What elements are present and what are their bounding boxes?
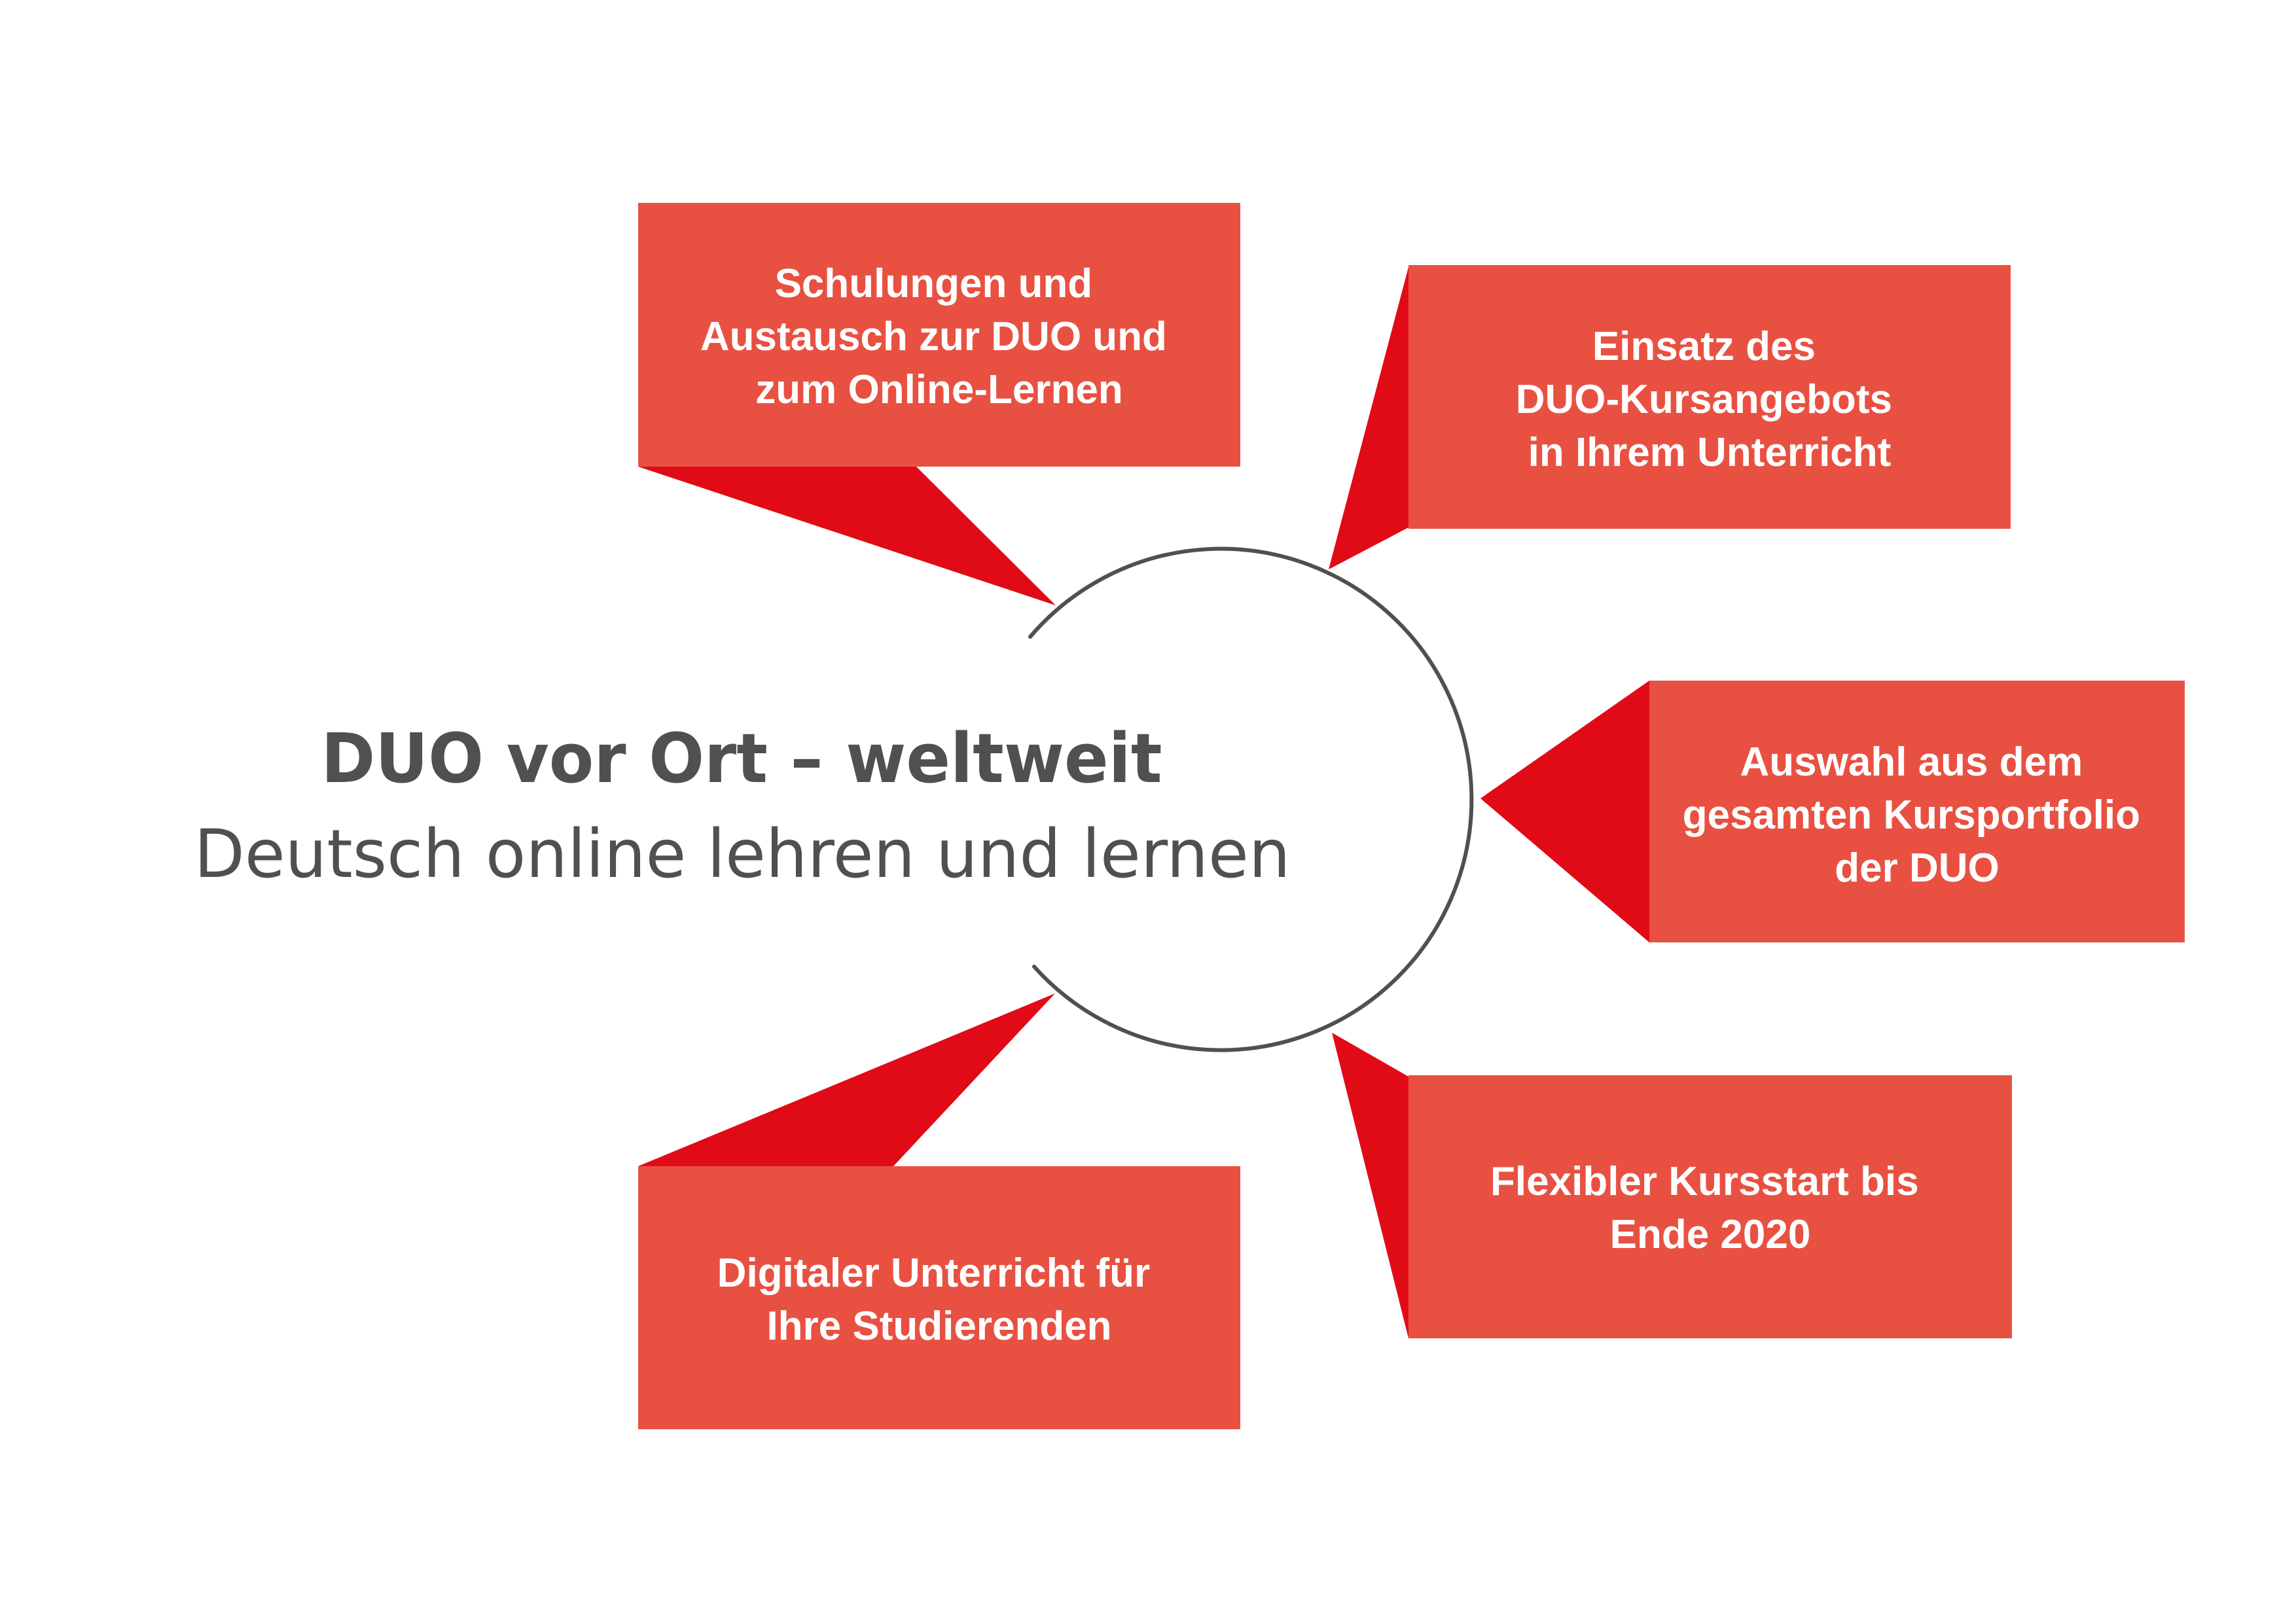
center-circle <box>1028 546 1474 1052</box>
box-text-usage: Einsatz des DUO-Kursangebots in Ihrem Un… <box>1516 324 1904 475</box>
box-line: Schulungen und <box>775 261 1093 306</box>
pointer-usage <box>1329 267 1408 569</box>
box-line: Austausch zur DUO und <box>700 314 1167 359</box>
box-line: Digitaler Unterricht für <box>717 1251 1150 1296</box>
box-text-training: Schulungen und Austausch zur DUO und zum… <box>700 261 1178 412</box>
box-usage <box>1408 265 2011 529</box>
pointer-portfolio <box>1480 681 1649 942</box>
box-portfolio <box>1649 681 2185 942</box>
box-training <box>638 203 1240 467</box>
box-line: DUO-Kursangebots <box>1516 377 1892 422</box>
box-line: Auswahl aus dem <box>1740 740 2083 785</box>
box-line: zum Online-Lernen <box>755 367 1122 412</box>
box-line: Einsatz des <box>1592 324 1816 369</box>
box-line: gesamten Kursportfolio <box>1683 793 2140 838</box>
box-line: der DUO <box>1835 846 1999 891</box>
box-digital <box>638 1166 1240 1429</box>
box-line: Ihre Studierenden <box>766 1304 1111 1349</box>
pointer-digital <box>638 993 1055 1166</box>
box-line: in Ihrem Unterricht <box>1528 430 1892 475</box>
box-text-start: Flexibler Kursstart bis Ende 2020 <box>1490 1159 1930 1257</box>
box-start <box>1408 1075 2012 1338</box>
box-text-digital: Digitaler Unterricht für Ihre Studierend… <box>717 1251 1162 1349</box>
box-line: Flexibler Kursstart bis <box>1490 1159 1919 1204</box>
center-title: DUO vor Ort – weltweit <box>321 719 1162 798</box>
box-line: Ende 2020 <box>1610 1212 1811 1257</box>
pointer-training <box>638 467 1056 605</box>
center-subtitle: Deutsch online lehren und lernen <box>194 815 1291 893</box>
box-text-portfolio: Auswahl aus dem gesamten Kursportfolio d… <box>1683 740 2152 891</box>
pointer-start <box>1332 1033 1408 1338</box>
